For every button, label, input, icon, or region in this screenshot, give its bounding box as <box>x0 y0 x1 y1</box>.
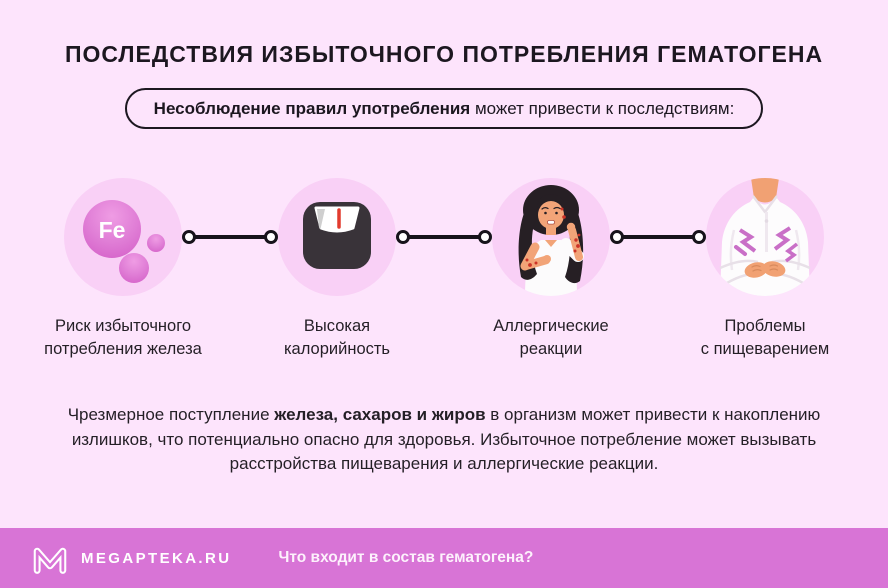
connector-ring-icon <box>264 230 278 244</box>
connector-ring-icon <box>478 230 492 244</box>
label-allergy: Аллергические реакции <box>444 315 658 361</box>
connector-line <box>396 230 492 244</box>
subtitle-rest-text: может привести к последствиям: <box>470 99 735 118</box>
label-iron-risk: Риск избыточного потребления железа <box>16 315 230 361</box>
fe-symbol: Fe <box>99 217 126 243</box>
icon-circle-allergy <box>492 178 610 296</box>
allergic-reaction-icon <box>492 178 610 296</box>
megapteka-logo-icon <box>33 547 67 574</box>
label-line: потребления железа <box>44 340 202 358</box>
connector-segment <box>623 235 693 239</box>
icon-circle-iron: Fe <box>64 178 182 296</box>
paragraph-rest: в организм может привести к накоплению и… <box>71 405 821 473</box>
label-line: калорийность <box>283 340 391 358</box>
icon-row: Fe <box>64 178 824 296</box>
paragraph-lead: Чрезмерное поступление <box>67 405 275 424</box>
footer-question: Что входит в состав гематогена? <box>278 549 534 566</box>
connector-line <box>182 230 278 244</box>
icon-circle-digestion <box>706 178 824 296</box>
label-line: с пищеварением <box>700 340 830 358</box>
stomach-pain-icon <box>706 178 824 296</box>
connector-ring-icon <box>396 230 410 244</box>
icon-circle-calories <box>278 178 396 296</box>
icon-labels-row: Риск избыточного потребления железа Высо… <box>0 315 888 361</box>
paragraph-bold: железа, сахаров и жиров <box>274 405 486 424</box>
brand-name: MEGAPTEKA.RU <box>81 549 232 567</box>
page-title: ПОСЛЕДСТВИЯ ИЗБЫТОЧНОГО ПОТРЕБЛЕНИЯ ГЕМА… <box>64 41 824 67</box>
footer-bar: MEGAPTEKA.RU Что входит в состав гематог… <box>0 528 888 588</box>
label-line: Высокая <box>303 317 371 335</box>
connector-segment <box>195 235 265 239</box>
label-line: реакции <box>519 340 583 358</box>
connector-line <box>610 230 706 244</box>
fe-bubbles-icon: Fe <box>64 178 182 296</box>
label-calories: Высокая калорийность <box>230 315 444 361</box>
subtitle-pill-wrap: Несоблюдение правил употребления может п… <box>0 88 888 129</box>
connector-ring-icon <box>182 230 196 244</box>
label-digestion: Проблемы с пищеварением <box>658 315 872 361</box>
connector-ring-icon <box>692 230 706 244</box>
label-line: Риск избыточного <box>54 317 192 335</box>
label-line: Проблемы <box>724 317 806 335</box>
body-paragraph: Чрезмерное поступление железа, сахаров и… <box>55 403 833 477</box>
subtitle-pill: Несоблюдение правил употребления может п… <box>124 88 764 129</box>
weight-scale-icon <box>278 178 396 296</box>
connector-segment <box>409 235 479 239</box>
subtitle-bold-text: Несоблюдение правил употребления <box>153 99 471 118</box>
connector-ring-icon <box>610 230 624 244</box>
label-line: Аллергические <box>493 317 609 335</box>
